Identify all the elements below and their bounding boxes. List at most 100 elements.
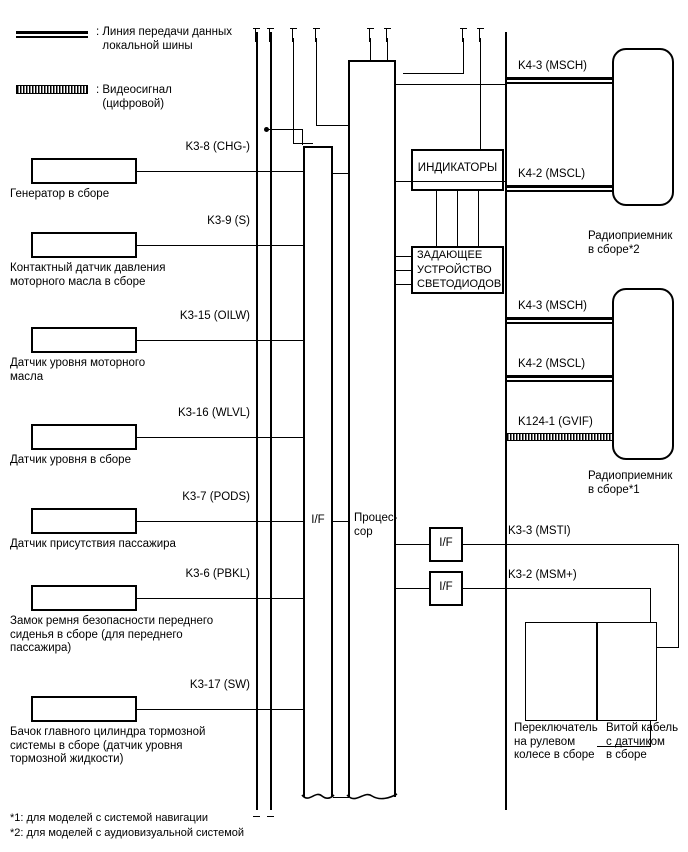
bus-line-k4-2-mscl-nav xyxy=(506,375,616,382)
signal-label: K3-9 (S) xyxy=(207,215,250,227)
component-box xyxy=(31,585,137,611)
junction-wire xyxy=(266,129,303,130)
component-label: Датчик уровня в сборе xyxy=(10,454,131,466)
pin-lead xyxy=(293,143,313,144)
component-label: Контактный датчик давления моторного мас… xyxy=(10,262,166,288)
signal-label: K3-7 (PODS) xyxy=(182,491,250,503)
component-lead-wire xyxy=(137,245,257,246)
processor-led-link xyxy=(396,256,411,257)
signal-label-k4-3-msch-nav: K4-3 (MSCH) xyxy=(518,300,588,312)
component-box xyxy=(31,696,137,722)
processor-led-link xyxy=(396,284,411,285)
component-box xyxy=(31,508,137,534)
component-lead-wire xyxy=(137,598,257,599)
steering-switch-box xyxy=(525,622,597,721)
component-box xyxy=(31,232,137,258)
interface-label: I/F xyxy=(311,514,325,527)
interface-box-msm-label: I/F xyxy=(439,581,453,594)
legend-video-label: : Видеосигнал (цифровой) xyxy=(96,84,172,110)
signal-label-k4-3-msch-av: K4-3 (MSCH) xyxy=(518,60,588,72)
radio-receiver-nav-label: Радиоприемник в сборе*1 xyxy=(588,470,673,496)
signal-label-k124-1-gvif: K124-1 (GVIF) xyxy=(518,416,593,428)
processor-if-link xyxy=(396,588,429,589)
footnote-2: *2: для моделей с аудиовизуальной систем… xyxy=(10,827,245,839)
component-lead-wire xyxy=(257,598,304,599)
component-lead-wire xyxy=(137,709,257,710)
if-processor-link xyxy=(333,173,349,174)
interface-box-msm xyxy=(429,571,463,606)
indicators-label: ИНДИКАТОРЫ xyxy=(417,162,498,175)
signal-label-k3-3-msti: K3-3 (MSTI) xyxy=(508,525,571,537)
component-lead-wire xyxy=(257,340,304,341)
interface-column xyxy=(303,146,333,797)
led-driver-label: ЗАДАЮЩЕЕ УСТРОЙСТВО СВЕТОДИОДОВ xyxy=(417,249,502,290)
signal-label-k4-2-mscl-av: K4-2 (MSCL) xyxy=(518,168,586,180)
component-lead-wire xyxy=(137,437,257,438)
video-signal-symbol xyxy=(16,85,88,94)
pin-lead xyxy=(316,38,317,126)
connector-pin xyxy=(477,26,484,42)
component-label: Датчик присутствия пассажира xyxy=(10,538,176,550)
connector-pin xyxy=(313,26,320,42)
pin-lead xyxy=(316,125,352,126)
component-label: Замок ремня безопасности переднего сиден… xyxy=(10,615,214,654)
legend-bus-label: : Линия передачи данных локальной шины xyxy=(96,26,233,52)
signal-label-k3-2-msm: K3-2 (MSM+) xyxy=(508,569,577,581)
component-box xyxy=(31,158,137,184)
signal-label: K3-8 (CHG-) xyxy=(185,141,250,153)
component-lead-wire xyxy=(257,521,304,522)
spiral-cable-label: Витой кабель с датчиком в сборе xyxy=(606,722,679,761)
processor-bus-feed xyxy=(396,84,506,85)
indicators-box xyxy=(411,149,504,191)
processor-label: Процес- сор xyxy=(354,512,398,538)
signal-label: K3-17 (SW) xyxy=(189,679,250,691)
steering-switch-label: Переключатель на рулевом колесе в сборе xyxy=(514,722,598,761)
pin-lead xyxy=(463,38,464,74)
wire-k3-3-msti xyxy=(463,544,679,545)
connector-pin xyxy=(367,26,374,42)
wire-k3-2-msm xyxy=(463,588,651,589)
pin-lead xyxy=(293,38,294,144)
processor-column xyxy=(348,60,396,797)
bus-line-vertical xyxy=(256,32,258,810)
led-driver-box xyxy=(411,246,504,294)
indicator-led-link xyxy=(436,191,437,246)
connector-pin xyxy=(460,26,467,42)
radio-receiver-av-box xyxy=(612,48,674,206)
component-label: Генератор в сборе xyxy=(10,188,110,200)
wire-k3-2-msm xyxy=(597,746,651,747)
if-processor-link xyxy=(333,797,349,798)
connector-pin xyxy=(253,805,260,817)
video-line-k124-1-gvif xyxy=(506,433,616,441)
component-lead-wire xyxy=(257,437,304,438)
component-lead-wire xyxy=(257,245,304,246)
signal-label: K3-15 (OILW) xyxy=(179,310,250,322)
connector-pin xyxy=(384,26,391,42)
junction-wire xyxy=(302,129,303,145)
bus-line-k4-3-msch-nav xyxy=(506,317,616,324)
break-symbol xyxy=(346,793,398,800)
component-lead-wire xyxy=(137,340,257,341)
indicator-led-link xyxy=(457,191,458,246)
interface-box-msti-label: I/F xyxy=(439,537,453,550)
bus-line-vertical xyxy=(270,32,272,810)
signal-label: K3-16 (WLVL) xyxy=(177,407,250,419)
component-label: Бачок главного цилиндра тормозной систем… xyxy=(10,726,206,765)
radio-receiver-av-label: Радиоприемник в сборе*2 xyxy=(588,230,673,256)
break-symbol xyxy=(301,793,335,800)
pin-lead xyxy=(403,73,464,74)
wire-k3-3-msti xyxy=(678,544,679,648)
local-bus-data-line-symbol xyxy=(16,31,88,38)
component-lead-wire xyxy=(137,521,257,522)
pin-lead-indicators xyxy=(480,38,481,149)
connector-pin xyxy=(267,805,274,817)
spiral-cable-box xyxy=(597,622,657,721)
connector-pin xyxy=(290,26,297,42)
right-bus-trunk xyxy=(505,32,507,810)
indicator-led-link xyxy=(478,191,479,246)
processor-if-link xyxy=(396,544,429,545)
connector-pin xyxy=(253,26,260,42)
component-box xyxy=(31,424,137,450)
radio-receiver-nav-box xyxy=(612,288,674,460)
